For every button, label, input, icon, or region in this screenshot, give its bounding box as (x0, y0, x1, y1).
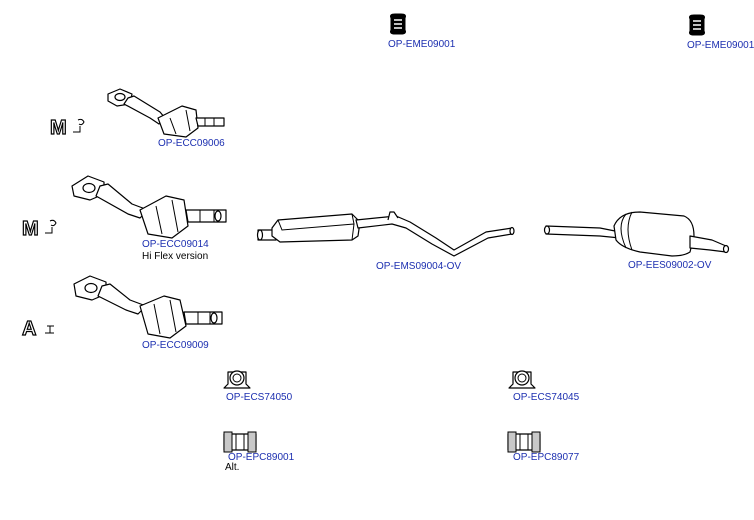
part-number-clamp-1[interactable]: OP-ECS74050 (226, 392, 293, 403)
pipe-connector-2[interactable] (507, 431, 541, 453)
part-number-middle-silencer[interactable]: OP-EMS09004-OV (376, 261, 462, 272)
clamp-2[interactable] (508, 370, 536, 389)
alt-note: Alt. (225, 462, 240, 473)
part-number-catalyst-manual-1[interactable]: OP-ECC09006 (158, 138, 225, 149)
catalyst-manual-1[interactable] (107, 88, 225, 138)
middle-silencer[interactable] (256, 211, 515, 257)
part-number-clamp-2[interactable]: OP-ECS74045 (513, 392, 580, 403)
rubber-hanger-1[interactable] (390, 13, 406, 35)
svg-text:A: A (22, 318, 36, 340)
part-number-catalyst-manual-2[interactable]: OP-ECC09014 (142, 239, 209, 250)
svg-text:M: M (50, 117, 67, 139)
catalyst-automatic[interactable] (73, 275, 223, 339)
part-number-rear-silencer[interactable]: OP-EES09002-OV (628, 260, 712, 271)
hi-flex-note: Hi Flex version (142, 251, 209, 262)
pipe-connector-1[interactable] (223, 431, 257, 453)
part-number-catalyst-automatic[interactable]: OP-ECC09009 (142, 340, 209, 351)
svg-text:M: M (22, 218, 39, 240)
rear-silencer[interactable] (543, 211, 730, 257)
part-number-connector-2[interactable]: OP-EPC89077 (513, 452, 580, 463)
part-number-hanger-2[interactable]: OP-EME09001 (687, 40, 754, 51)
manual-transmission-icon-1: M (49, 116, 85, 140)
part-number-hanger-1[interactable]: OP-EME09001 (388, 39, 456, 50)
part-number-connector-1[interactable]: OP-EPC89001 (228, 452, 295, 463)
catalyst-manual-2[interactable] (71, 175, 227, 239)
automatic-transmission-icon: A (21, 317, 54, 341)
rubber-hanger-2[interactable] (689, 14, 705, 36)
clamp-1[interactable] (223, 370, 251, 389)
manual-transmission-icon-2: M (21, 217, 57, 241)
